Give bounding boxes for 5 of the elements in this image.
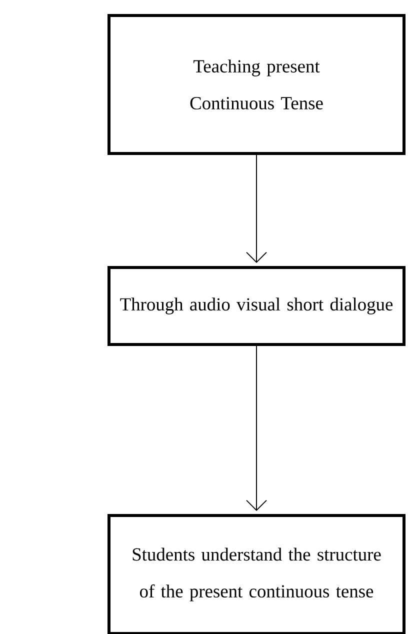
arrow	[246, 154, 267, 263]
arrow	[246, 346, 267, 511]
process-box: Through audio visual short dialogue	[108, 266, 406, 346]
process-box: Teaching present Continuous Tense	[108, 14, 406, 155]
process-box: Students understand the structure of the present continuous tense	[108, 514, 406, 634]
